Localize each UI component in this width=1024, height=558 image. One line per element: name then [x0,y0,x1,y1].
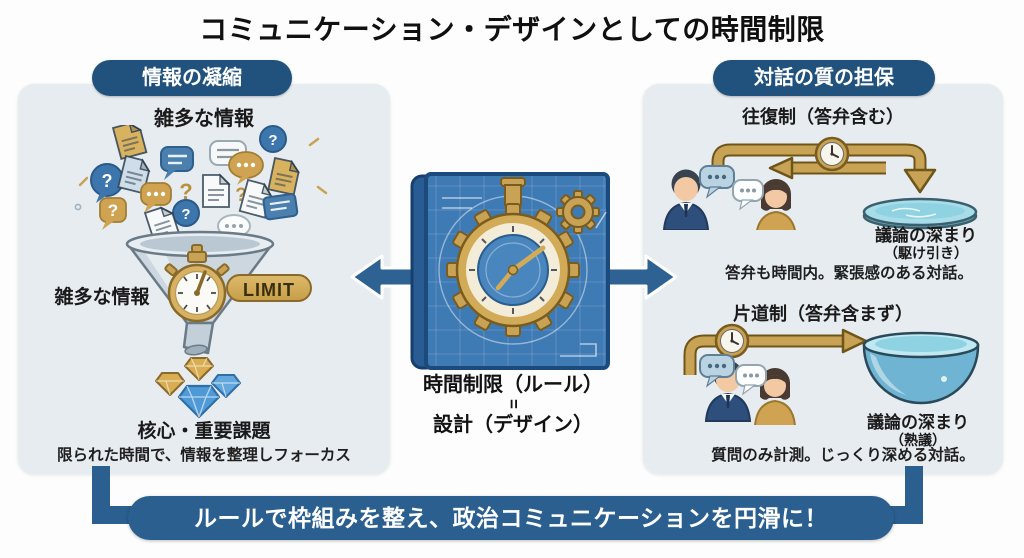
svg-text:?: ? [102,171,113,191]
limit-tag: LIMIT [226,274,312,302]
diamond-icons [155,357,241,419]
svg-text:?: ? [181,206,190,223]
question-mark: ? [179,179,192,204]
document-icon [267,157,302,196]
shallow-dish-icon [862,197,978,230]
equals-sign: = [504,399,523,409]
question-bubble-icon: ? [90,163,124,203]
round-trip-caption: 答弁も時間内。緊張感のある対話。 [724,265,973,282]
clock-icon [814,136,850,172]
question-bubble-icon: ? [99,197,127,230]
gear-icon [556,190,600,234]
left-panel-badge: 情報の凝縮 [92,60,292,96]
gear-stopwatch-icon [446,177,580,337]
question-bubble-icon: ? [259,125,287,153]
core-issues-label: 核心・重要課題 [137,421,271,442]
center-line1: 時間制限（ルール） [423,374,603,396]
question-bubble-icon: ? [172,199,200,227]
dots-bubble-icon [140,182,172,213]
document-icon [202,174,230,208]
messy-info-label-top: 雑多な情報 [154,108,254,130]
speech-bubble-icon [160,146,194,180]
one-way-illustration [683,323,980,425]
document-icon [112,125,148,160]
messy-info-label-side: 雑多な情報 [54,287,150,308]
clock-icon [714,323,750,359]
discussion-depth-sublabel: （駆け引き） [884,245,968,261]
center-line2: 設計（デザイン） [433,414,593,436]
arrow-right-icon [598,254,678,300]
svg-text:?: ? [268,132,277,149]
round-trip-illustration [663,136,978,230]
chat-bubble-icon [699,165,735,198]
round-trip-heading: 往復制（答弁含む） [742,107,904,127]
left-caption: 限られた時間で、情報を整理しフォーカス [57,447,351,464]
question-mark: ? [235,185,247,206]
blueprint-clock-illustration [410,172,610,370]
page-title: コミュニケーション・デザインとしての時間制限 [199,14,825,45]
discussion-depth-label: 議論の深まり [867,413,969,432]
one-way-heading: 片道制（答弁含まず） [733,304,913,324]
discussion-depth-label: 議論の深まり [875,226,977,245]
one-way-caption: 質問のみ計測。じっくり深める対話。 [711,447,975,464]
one-way-arrow [683,328,868,375]
bottom-banner: ルールで枠組みを整え、政治コミュニケーションを円滑に！ [128,496,894,540]
dots-bubble-icon [228,151,264,185]
information-funnel-illustration: ? ? ? [74,125,328,419]
blueprint-marks [442,197,607,357]
sparkle-dot [74,203,82,211]
svg-text:?: ? [108,201,118,220]
stopwatch-icon [164,244,230,323]
right-panel-badge: 対話の質の担保 [713,60,935,96]
sparkle-lines [78,137,328,195]
deep-bowl-icon [862,331,980,405]
discussion-depth-sublabel: （熟議） [890,432,946,448]
chat-bubble-icon [732,179,764,210]
speech-bubble-icon [262,193,299,221]
center-caption-block: 時間制限（ルール） = 設計（デザイン） [403,374,623,436]
